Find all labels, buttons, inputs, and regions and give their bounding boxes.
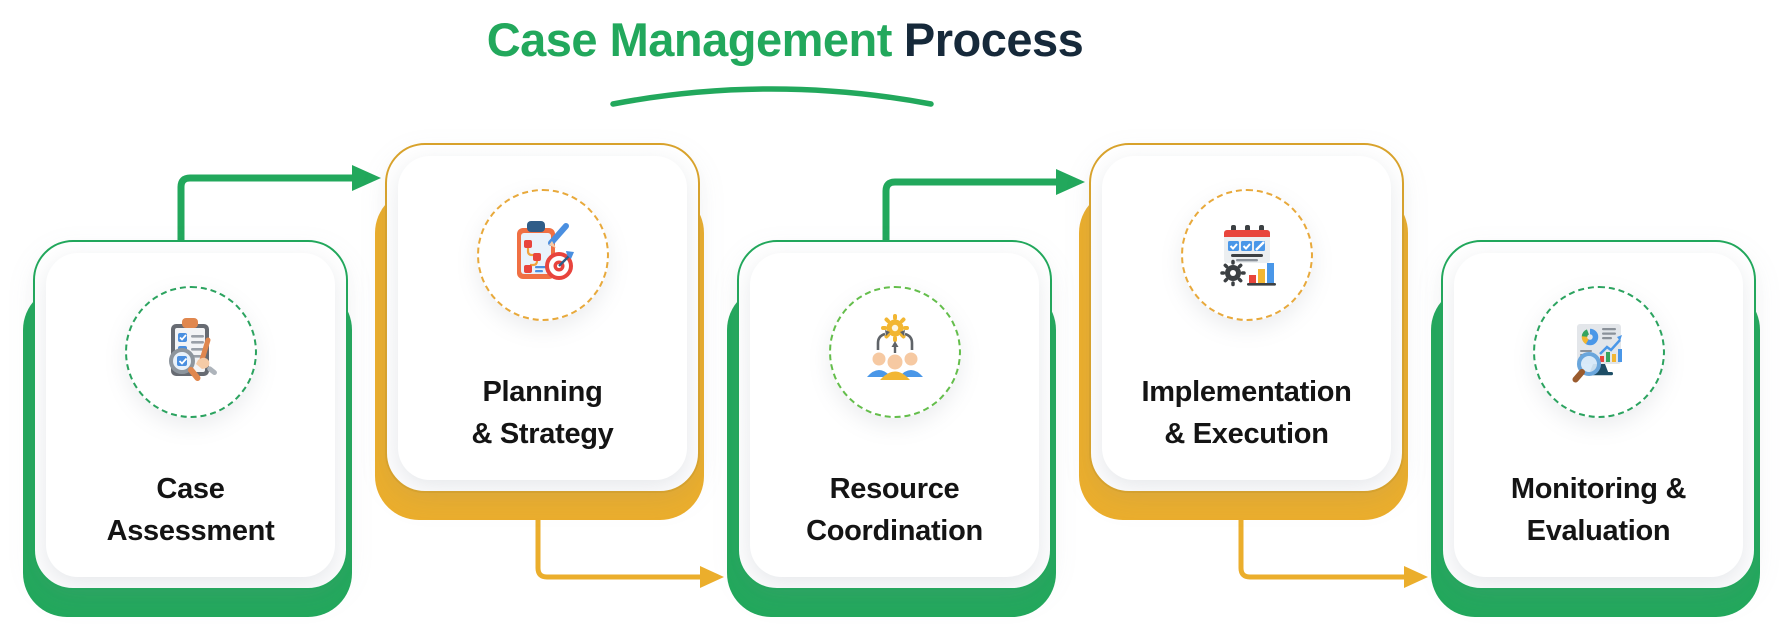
icon-ring <box>124 286 257 418</box>
arrow-step2-to-step3 <box>535 518 724 588</box>
icon-ring <box>828 286 961 418</box>
card-monitoring-evaluation: Monitoring & Evaluation <box>1431 240 1760 617</box>
arrow-step1-to-step2 <box>177 165 381 243</box>
title-underline-swoosh <box>610 86 934 107</box>
team-gear-icon <box>866 314 923 380</box>
card-implementation-execution: Implementation & Execution <box>1079 143 1408 520</box>
title-rest: Process <box>903 13 1084 66</box>
card-body: Monitoring & Evaluation <box>1454 253 1743 577</box>
icon-ring <box>476 189 609 321</box>
icon-ring <box>1532 286 1665 418</box>
arrow-step4-to-step5 <box>1238 518 1428 588</box>
calendar-gear-chart-icon <box>1219 225 1276 287</box>
arrow-step3-to-step4 <box>882 169 1085 243</box>
card-body: Planning & Strategy <box>398 156 687 480</box>
card-case-assessment: Case Assessment <box>23 240 352 617</box>
clipboard-checklist-magnifier-icon <box>168 318 217 381</box>
step-label: Planning & Strategy <box>471 376 614 451</box>
planning-clipboard-target-icon <box>516 221 574 280</box>
title-highlight: Case Management <box>486 13 893 66</box>
card-body: Implementation & Execution <box>1102 156 1391 480</box>
step-label: Resource Coordination <box>806 473 983 548</box>
icon-ring <box>1180 189 1313 321</box>
step-label: Case Assessment <box>106 473 275 548</box>
step-label: Monitoring & Evaluation <box>1510 473 1687 548</box>
monitor-analytics-magnifier-icon <box>1572 324 1622 383</box>
step-label: Implementation & Execution <box>1141 376 1352 451</box>
card-body: Resource Coordination <box>750 253 1039 577</box>
card-planning-strategy: Planning & Strategy <box>375 143 704 520</box>
card-body: Case Assessment <box>46 253 335 577</box>
card-resource-coordination: Resource Coordination <box>727 240 1056 617</box>
